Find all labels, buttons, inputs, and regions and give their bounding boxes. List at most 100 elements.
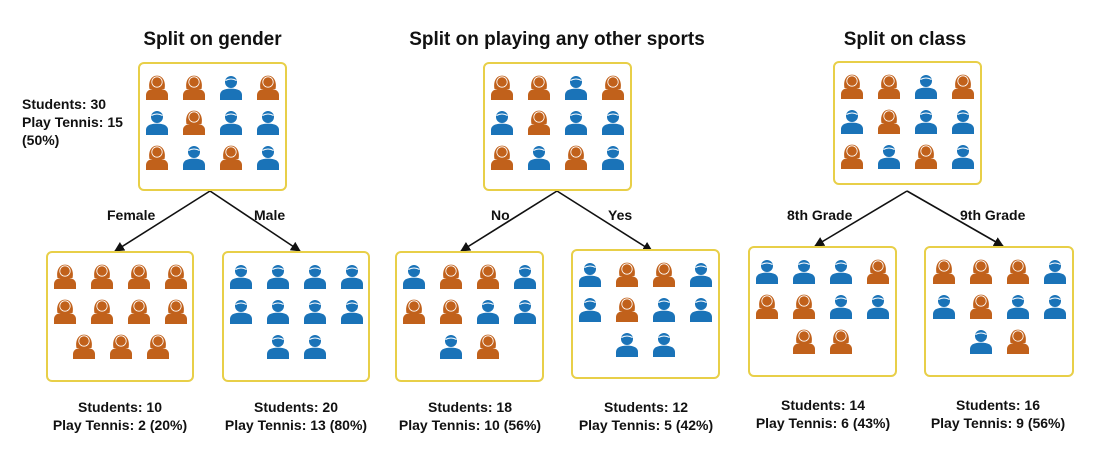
yes-students-count: Students: 12 (603, 399, 688, 415)
female-student-icon (933, 259, 955, 284)
no-students-count: Students: 18 (427, 399, 512, 415)
female-student-icon (915, 144, 937, 169)
class-9th-edge (906, 190, 1004, 247)
male-student-icon (653, 298, 675, 322)
male-student-icon (257, 111, 279, 135)
edge-label-male: Male (254, 207, 286, 223)
male-student-icon (477, 300, 499, 324)
male-node-box (222, 251, 370, 382)
male-student-icon (257, 146, 279, 170)
male-student-icon (528, 146, 550, 170)
female-student-icon (440, 264, 462, 289)
female-student-icon (1007, 259, 1029, 284)
yes-node-box (571, 249, 720, 379)
class-8th-edge (814, 190, 908, 247)
female-student-icon (110, 334, 132, 359)
female-student-icon (220, 145, 242, 170)
female-student-icon (491, 145, 513, 170)
female-student-icon (146, 145, 168, 170)
male-student-icon (830, 295, 852, 319)
8th-grade-node-box (748, 246, 897, 377)
yes-node-caption: Students: 12 Play Tennis: 5 (42%) (546, 398, 746, 434)
male-student-icon (565, 111, 587, 135)
9th-grade-students-count: Students: 16 (955, 397, 1040, 413)
female-student-icon (1007, 329, 1029, 354)
yes-play-tennis: Play Tennis: 5 (42%) (578, 417, 714, 433)
male-student-icon (756, 260, 778, 284)
male-student-icon (341, 265, 363, 289)
male-student-icon (440, 335, 462, 359)
male-student-icon (304, 265, 326, 289)
female-student-icon (528, 75, 550, 100)
female-students-count: Students: 10 (77, 399, 162, 415)
female-student-icon (878, 109, 900, 134)
female-student-icon (128, 299, 150, 324)
no-play-tennis: Play Tennis: 10 (56%) (398, 417, 542, 433)
edge-label-female: Female (107, 207, 156, 223)
9th-grade-node-box (924, 246, 1074, 377)
sports-yes-edge (556, 190, 653, 252)
female-student-icon (147, 334, 169, 359)
female-student-icon (970, 259, 992, 284)
female-student-icon (756, 294, 778, 319)
split-title-other-sports: Split on playing any other sports (409, 29, 705, 50)
male-student-icon (602, 146, 624, 170)
male-play-tennis: Play Tennis: 13 (80%) (224, 417, 368, 433)
female-student-icon (793, 294, 815, 319)
male-student-icon (341, 300, 363, 324)
root-students-count: Students: 30 (22, 96, 107, 112)
female-student-icon (970, 294, 992, 319)
female-node-caption: Students: 10 Play Tennis: 2 (20%) (20, 398, 220, 434)
female-student-icon (528, 110, 550, 135)
female-student-icon (793, 329, 815, 354)
female-student-icon (146, 75, 168, 100)
male-student-icon (491, 111, 513, 135)
male-student-icon (952, 145, 974, 169)
female-student-icon (878, 74, 900, 99)
male-student-icon (304, 335, 326, 359)
female-student-icon (183, 110, 205, 135)
edge-label-no: No (491, 207, 510, 223)
8th-grade-students-count: Students: 14 (780, 397, 865, 413)
male-student-icon (514, 265, 536, 289)
female-student-icon (841, 74, 863, 99)
8th-grade-play-tennis: Play Tennis: 6 (43%) (755, 415, 891, 431)
male-student-icon (1044, 295, 1066, 319)
female-student-icon (830, 329, 852, 354)
male-student-icon (952, 110, 974, 134)
sports-root-box (483, 62, 632, 191)
sports-no-edge (460, 190, 558, 252)
male-student-icon (220, 76, 242, 100)
male-student-icon (841, 110, 863, 134)
female-student-icon (73, 334, 95, 359)
split-title-gender: Split on gender (143, 29, 282, 50)
male-student-icon (933, 295, 955, 319)
male-student-icon (616, 333, 638, 357)
male-student-icon (1007, 295, 1029, 319)
male-student-icon (1044, 260, 1066, 284)
male-student-icon (867, 295, 889, 319)
female-student-icon (952, 74, 974, 99)
root-play-tennis-pct: (50%) (22, 132, 60, 148)
split-title-class: Split on class (843, 29, 967, 50)
female-student-icon (653, 262, 675, 287)
female-student-icon (616, 297, 638, 322)
female-student-icon (257, 75, 279, 100)
edge-label-8th-grade: 8th Grade (787, 207, 853, 223)
female-student-icon (477, 264, 499, 289)
female-play-tennis: Play Tennis: 2 (20%) (52, 417, 188, 433)
male-student-icon (602, 111, 624, 135)
edge-label-yes: Yes (608, 207, 633, 223)
gender-root-caption: Students: 30 Play Tennis: 15 (50%) (22, 95, 123, 149)
gender-male-edge (209, 190, 301, 252)
8th-grade-node-caption: Students: 14 Play Tennis: 6 (43%) (723, 396, 923, 432)
male-student-icon (690, 298, 712, 322)
male-student-icon (230, 300, 252, 324)
male-student-icon (230, 265, 252, 289)
male-student-icon (514, 300, 536, 324)
male-student-icon (267, 335, 289, 359)
class-root-box (833, 61, 982, 185)
9th-grade-play-tennis: Play Tennis: 9 (56%) (930, 415, 1066, 431)
male-students-count: Students: 20 (253, 399, 338, 415)
